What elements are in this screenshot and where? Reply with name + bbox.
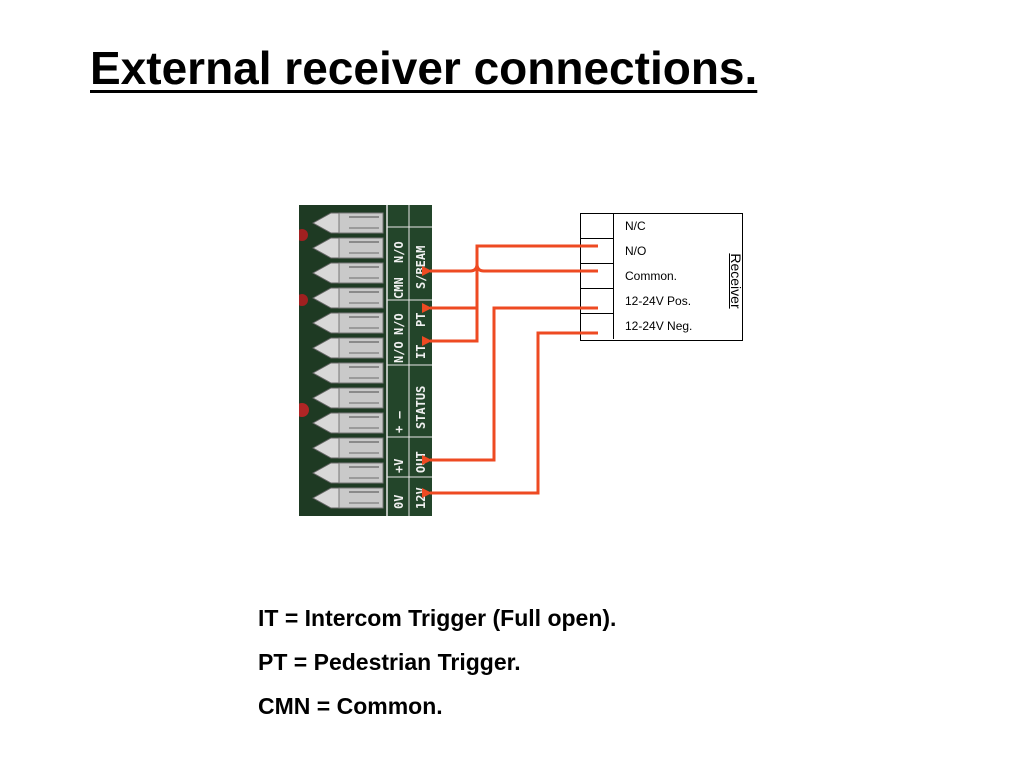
board-label: CMN (392, 277, 406, 299)
screw-terminal-icon (311, 212, 384, 234)
terminal-board: CMN N/O S/BEAM N/O PT N/O IT + – STATUS … (299, 205, 432, 516)
receiver-terminal-row: N/O (581, 239, 742, 264)
screw-terminal-icon (311, 312, 384, 334)
terminal-cell (581, 264, 614, 289)
receiver-terminal-label: Common. (625, 269, 678, 283)
legend-item: IT = Intercom Trigger (Full open). (258, 605, 617, 631)
wire-pos-to-out (422, 306, 598, 465)
screw-terminal-icon (311, 437, 384, 459)
board-label: STATUS (414, 386, 428, 429)
screw-terminal-icon (311, 237, 384, 259)
receiver-terminal-block: N/C N/O Common. 12-24V Pos. 12-24V Neg. (580, 213, 743, 341)
legend-item: PT = Pedestrian Trigger. (258, 649, 521, 675)
board-label: N/O (392, 313, 406, 335)
receiver-title-text: Receiver (728, 253, 744, 309)
wire-no-to-it (422, 308, 479, 346)
board-label: + – (392, 411, 406, 433)
wire-no-to-pt (422, 244, 598, 313)
screw-terminal-icon (311, 387, 384, 409)
screw-terminal-icon (311, 337, 384, 359)
legend: IT = Intercom Trigger (Full open). PT = … (258, 596, 616, 728)
board-label: 12V (414, 487, 428, 509)
board-label: IT (414, 345, 428, 359)
receiver-terminal-row: N/C (581, 214, 742, 239)
board-label: +V (392, 459, 406, 473)
terminal-cell (581, 314, 614, 339)
board-label: N/O (392, 341, 406, 363)
receiver-terminal-row: 12-24V Pos. (581, 289, 742, 314)
screw-terminal-icon (311, 462, 384, 484)
board-label: N/O (392, 241, 406, 263)
receiver-terminal-label: N/C (625, 219, 646, 233)
slide-title: External receiver connections. (90, 42, 758, 94)
receiver-terminal-row: Common. (581, 264, 742, 289)
led-icon (299, 294, 308, 306)
receiver-terminal-label: 12-24V Pos. (625, 294, 692, 308)
wire-neg-to-0v (422, 331, 598, 498)
legend-item: CMN = Common. (258, 693, 443, 719)
terminal-cell (581, 239, 614, 264)
screw-terminal-icon (311, 487, 384, 509)
terminal-cell (581, 214, 614, 239)
board-label: S/BEAM (414, 246, 428, 289)
receiver-terminal-row: 12-24V Neg. (581, 314, 742, 339)
screw-terminal-icon (311, 362, 384, 384)
board-label: 0V (392, 495, 406, 509)
receiver-title: Receiver (726, 248, 746, 318)
led-icon (299, 403, 309, 417)
receiver-terminal-label: 12-24V Neg. (625, 319, 693, 333)
led-icon (299, 229, 308, 241)
terminal-cell (581, 289, 614, 314)
terminal-board-graphic: CMN N/O S/BEAM N/O PT N/O IT + – STATUS … (299, 205, 432, 516)
screw-terminal-icon (311, 412, 384, 434)
receiver-terminal-label: N/O (625, 244, 647, 258)
wire-common-to-cmn (422, 263, 598, 276)
screw-terminal-icon (311, 287, 384, 309)
board-label: OUT (414, 451, 428, 473)
board-label: PT (414, 313, 428, 327)
screw-terminal-icon (311, 262, 384, 284)
